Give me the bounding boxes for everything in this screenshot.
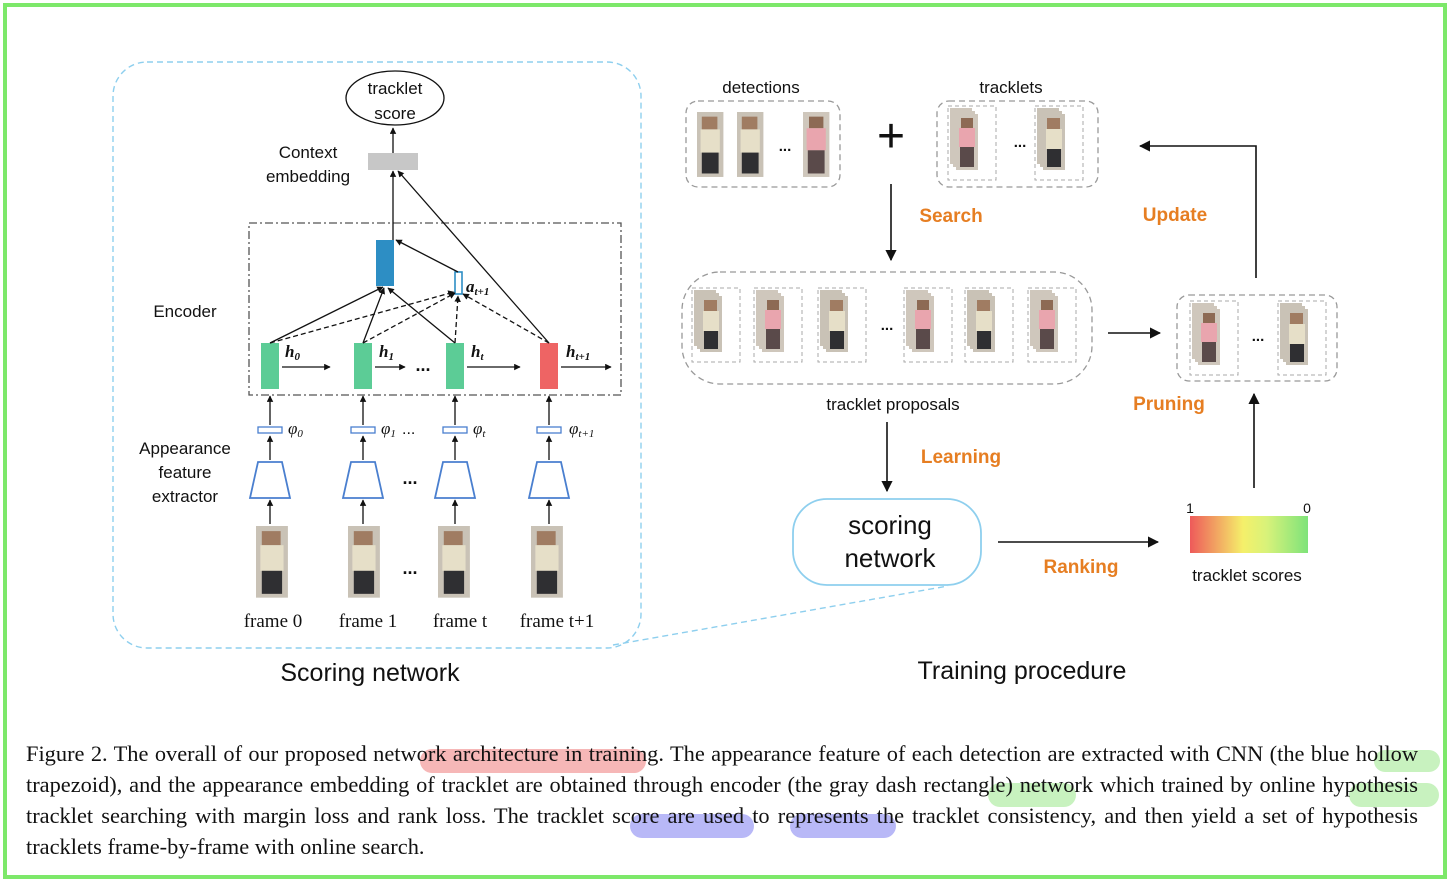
attention-cell [454, 271, 463, 295]
ranking-label: Ranking [1044, 557, 1119, 578]
phit-label: φt [473, 419, 486, 440]
score-scale-high: 1 [1186, 500, 1194, 516]
tracklet-score-label-1: tracklet [368, 79, 423, 98]
appearance-label-3: extractor [152, 487, 218, 506]
phi-column-t [433, 395, 477, 524]
detections-dots: ... [779, 138, 792, 155]
encoder-output-cell [376, 240, 394, 286]
frame-1-label: frame 1 [339, 611, 398, 632]
proposal-4 [903, 287, 953, 363]
tracklets-label: tracklets [979, 78, 1042, 97]
scoring-network-title: Scoring network [280, 659, 460, 687]
proposal-2 [753, 287, 803, 363]
context-label-2: embedding [266, 167, 350, 186]
h1-label: h1 [379, 342, 394, 363]
encoder-dots: ... [415, 355, 430, 375]
hidden-cell-0 [261, 343, 279, 389]
proposals-dots: ... [881, 317, 894, 334]
detections-box [685, 100, 841, 188]
tracklet-proposals-box [681, 271, 1093, 385]
figure-border [3, 3, 1447, 879]
proposal-5 [964, 287, 1014, 363]
tracklet-score-bar [1190, 516, 1308, 553]
pruning-label: Pruning [1133, 394, 1205, 415]
ht-label: ht [471, 342, 484, 363]
phi-column-t1 [527, 395, 571, 524]
plus-symbol: + [877, 110, 905, 163]
scoring-network-panel [112, 61, 642, 649]
pruned-tracklets-box [1176, 294, 1338, 382]
highlight-rank-loss [790, 814, 896, 838]
scoring-network-node-label-2: network [844, 543, 936, 573]
phi0-label: φ0 [288, 419, 303, 440]
detection-1 [697, 112, 724, 177]
phi1-label: φ1 [381, 419, 396, 440]
tracklet-proposals-label: tracklet proposals [826, 395, 959, 414]
phi-dots: ... [402, 421, 415, 438]
frame-0-label: frame 0 [244, 611, 303, 632]
detection-3 [803, 112, 830, 177]
figure-diagram: tracklet score Context embedding Encoder… [112, 61, 1338, 687]
tracklet-scores-label: tracklet scores [1192, 566, 1302, 585]
context-embedding-block [368, 153, 418, 170]
frame-0-image [256, 526, 288, 598]
zoom-connector [612, 585, 949, 646]
frame-t1-image [531, 526, 563, 598]
highlight-margin-loss [630, 814, 754, 838]
pruned-dots: ... [1252, 328, 1265, 345]
learning-label: Learning [921, 447, 1001, 468]
scoring-network-node-label-1: scoring [848, 510, 932, 540]
highlight-encoder [988, 783, 1076, 807]
phi-column-0 [248, 395, 292, 524]
tracklet-stack-2 [1034, 105, 1084, 181]
proposal-1 [691, 287, 741, 363]
appearance-label-1: Appearance [139, 439, 231, 458]
detection-2 [737, 112, 764, 177]
frames-dots: ... [402, 558, 417, 578]
update-label: Update [1143, 205, 1207, 226]
encoder-label: Encoder [153, 302, 217, 321]
proposal-6 [1027, 287, 1077, 363]
hidden-cell-1 [354, 343, 372, 389]
highlight-network [1349, 783, 1439, 807]
figure-caption-text: Figure 2. The overall of our proposed ne… [26, 741, 1418, 859]
score-scale-low: 0 [1303, 500, 1311, 516]
frame-t1-label: frame t+1 [520, 611, 595, 632]
hidden-cell-t [446, 343, 464, 389]
training-procedure-title: Training procedure [918, 657, 1127, 685]
extractor-dots: ... [402, 468, 417, 488]
tracklets-box [936, 100, 1099, 188]
context-label-1: Context [279, 143, 338, 162]
pruned-tracklet-2 [1277, 300, 1327, 376]
search-label: Search [919, 206, 982, 227]
attention-label: at+1 [466, 277, 489, 298]
hidden-cell-t1 [540, 343, 558, 389]
h0-label: h0 [285, 342, 300, 363]
frame-t-label: frame t [433, 611, 488, 632]
ht1-label: ht+1 [566, 342, 590, 363]
encoder-box [248, 222, 622, 396]
proposal-3 [817, 287, 867, 363]
tracklets-dots: ... [1014, 134, 1027, 151]
frame-1-image [348, 526, 380, 598]
frame-t-image [438, 526, 470, 598]
tracklet-stack-1 [947, 105, 997, 181]
highlight-cnn [1374, 750, 1440, 772]
appearance-label-2: feature [159, 463, 212, 482]
pruned-tracklet-1 [1189, 300, 1239, 376]
tracklet-score-label-2: score [374, 104, 416, 123]
highlight-network-architecture [420, 749, 646, 773]
phit1-label: φt+1 [569, 419, 594, 440]
phi-column-1 [341, 395, 385, 524]
figure-caption: Figure 2. The overall of our proposed ne… [26, 738, 1418, 862]
detections-label: detections [722, 78, 800, 97]
update-arrow [1138, 140, 1257, 278]
scoring-network-node [792, 498, 982, 586]
tracklet-score-node [345, 70, 445, 126]
